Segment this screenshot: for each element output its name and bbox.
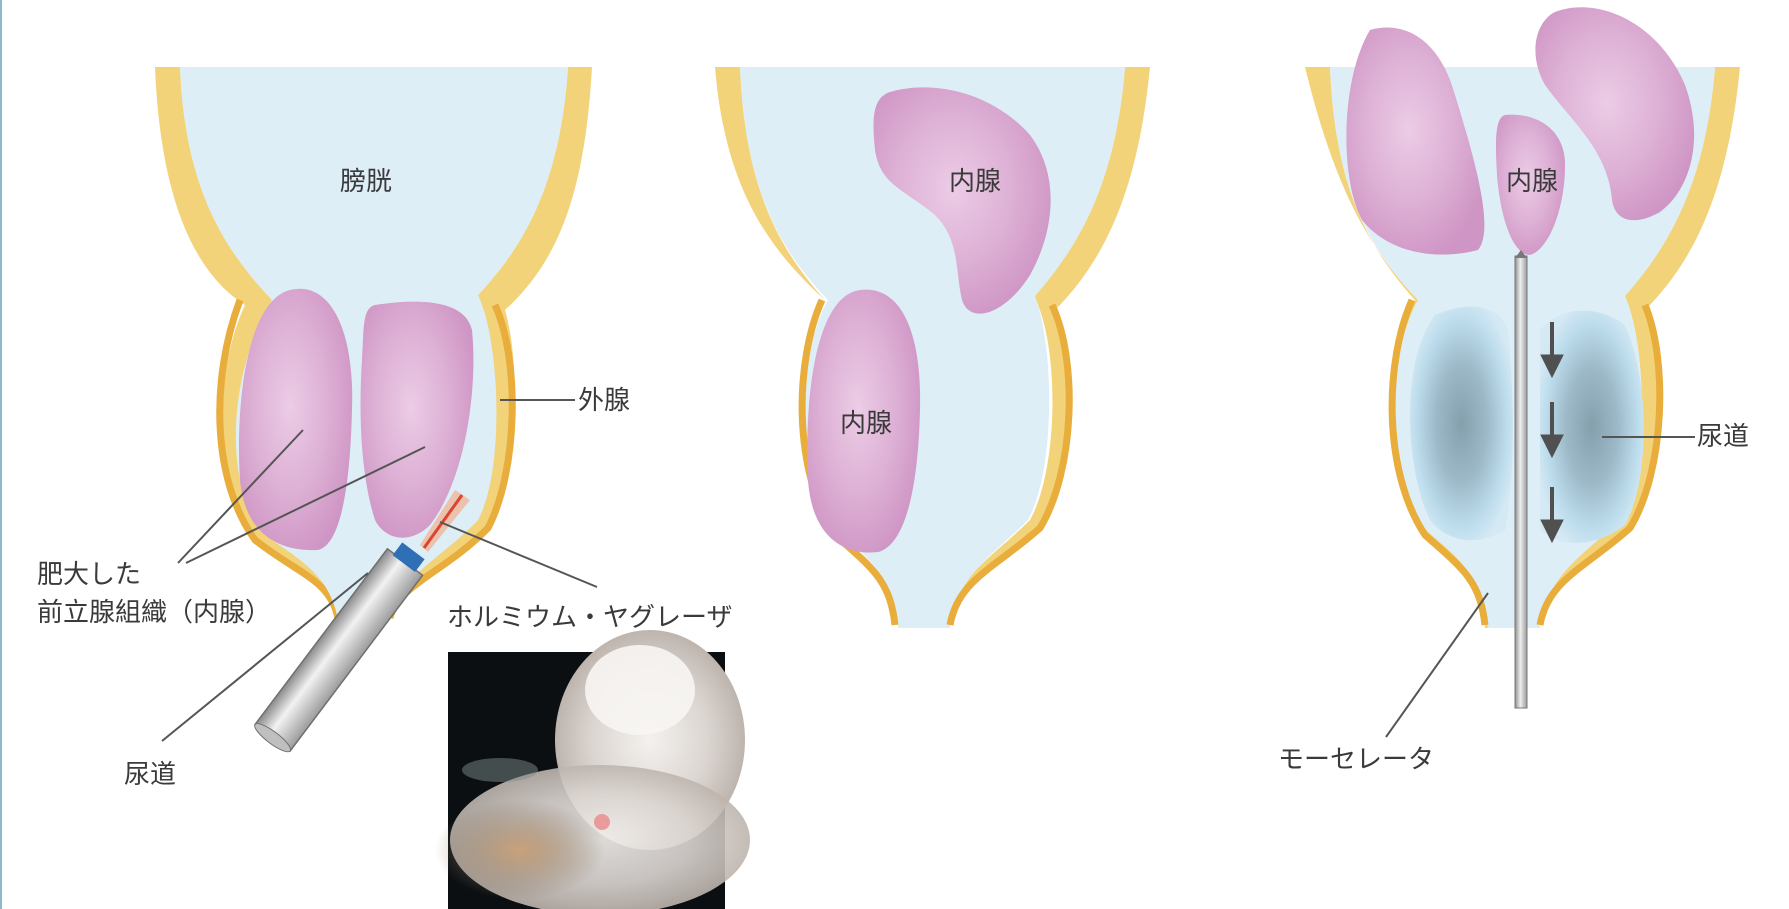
label-urethra-1: 尿道 bbox=[124, 760, 176, 790]
panel-2-enucleated: 内腺 内腺 bbox=[715, 67, 1150, 628]
label-inner-gland-3: 内腺 bbox=[1506, 167, 1558, 197]
label-hypertrophic-tissue-line1: 肥大した bbox=[37, 560, 141, 590]
label-urethra-3: 尿道 bbox=[1697, 422, 1749, 452]
label-laser: ホルミウム・ヤグレーザ bbox=[447, 603, 732, 633]
leader-laser bbox=[440, 522, 597, 587]
cavity-left-3 bbox=[1410, 307, 1513, 541]
panel-1-enucleation: 膀胱 外腺 肥大した 前立腺組織（内腺） ホルミウム・ヤグレーザ 尿道 bbox=[37, 67, 750, 909]
label-bladder: 膀胱 bbox=[340, 167, 392, 197]
morcellator-rod bbox=[1515, 256, 1527, 708]
panel-3-morcellation: 内腺 尿道 モーセレータ bbox=[1278, 7, 1749, 775]
label-outer-gland: 外腺 bbox=[578, 386, 630, 416]
label-inner-gland-side: 内腺 bbox=[840, 409, 892, 439]
page-edge-line bbox=[0, 0, 2, 909]
leader-morcellator bbox=[1386, 593, 1488, 737]
label-morcellator: モーセレータ bbox=[1278, 745, 1434, 775]
label-inner-gland-top: 内腺 bbox=[949, 167, 1001, 197]
inset-endoscopic-photo bbox=[435, 630, 750, 909]
cavity-right-3 bbox=[1540, 311, 1644, 543]
gland-fragment-left-3 bbox=[1346, 28, 1484, 255]
label-hypertrophic-tissue-line2: 前立腺組織（内腺） bbox=[37, 598, 271, 628]
